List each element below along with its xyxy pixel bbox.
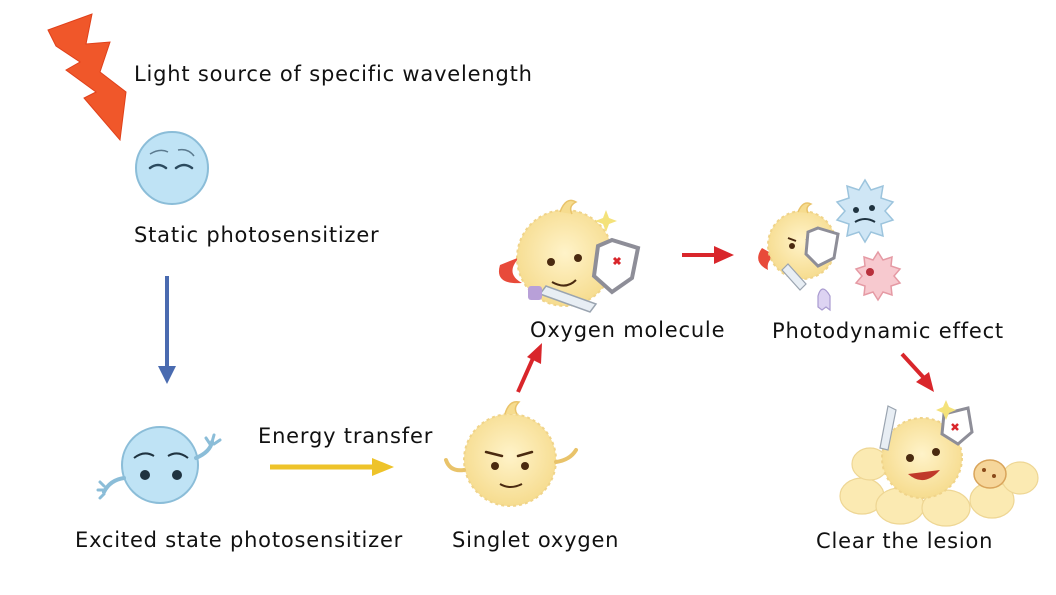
- oxygen-molecule-label: Oxygen molecule: [530, 320, 725, 341]
- clear-lesion-label: Clear the lesion: [816, 531, 993, 552]
- lightning-icon: [48, 14, 126, 140]
- oxygen-molecule-icon: [499, 200, 638, 312]
- excited-photosensitizer-label: Excited state photosensitizer: [75, 530, 403, 551]
- clear-lesion-icon: [840, 400, 1038, 526]
- singlet-oxygen-icon: [446, 402, 576, 506]
- photodynamic-effect-label: Photodynamic effect: [772, 321, 1004, 342]
- energy-transfer-label: Energy transfer: [258, 426, 433, 447]
- static-photosensitizer-label: Static photosensitizer: [134, 225, 379, 246]
- light-source-label: Light source of specific wavelength: [134, 64, 533, 85]
- arrow-to-oxygen-molecule: [518, 356, 534, 392]
- singlet-oxygen-label: Singlet oxygen: [452, 530, 619, 551]
- photodynamic-effect-icon: [758, 180, 900, 310]
- arrow-to-clear-lesion: [902, 354, 924, 378]
- static-photosensitizer-icon: [136, 132, 208, 204]
- excited-photosensitizer-icon: [98, 427, 220, 503]
